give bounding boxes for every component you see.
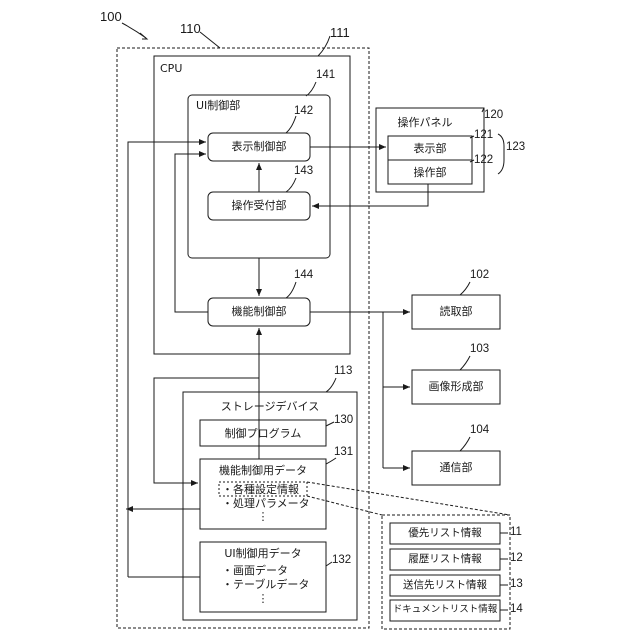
display-control-label: 表示制御部 [232, 141, 287, 152]
ref-100: 100 [100, 10, 122, 23]
func-data-ellipsis: ⋮ [258, 511, 269, 522]
ui-data-label: UI制御用データ [224, 548, 301, 559]
leader-111 [318, 36, 330, 56]
leader-102 [460, 282, 470, 295]
leader-103 [460, 356, 470, 370]
leader-104 [460, 437, 470, 451]
panel-bracket [498, 134, 504, 174]
ref-103: 103 [470, 344, 489, 356]
cpu-label: CPU [160, 63, 182, 74]
ref-113: 113 [334, 366, 352, 378]
ref-123: 123 [506, 142, 525, 154]
op-panel-label: 操作パネル [398, 117, 453, 128]
reader-label: 読取部 [440, 306, 473, 317]
ref-122: 122 [474, 155, 493, 167]
apparatus-frame [117, 48, 369, 628]
ui-item-screen: ・画面データ [222, 565, 288, 576]
ref-141: 141 [316, 70, 335, 82]
history-list-label: 履歴リスト情報 [408, 554, 482, 565]
expansion-line-bottom [307, 496, 382, 515]
leader-141 [306, 82, 316, 96]
comm-label: 通信部 [440, 462, 473, 473]
ref-14: 14 [510, 604, 523, 616]
func-item-params: ・処理パラメータ [222, 498, 310, 509]
leader-130 [326, 422, 334, 426]
ref-130: 130 [334, 415, 353, 427]
leader-113 [326, 378, 336, 392]
leader-144 [286, 282, 296, 298]
leader-143 [286, 178, 296, 192]
ref-12: 12 [510, 553, 523, 565]
ui-control-label: UI制御部 [196, 100, 240, 111]
func-to-display-loop [175, 154, 208, 312]
func-control-label: 機能制御部 [232, 306, 287, 317]
leader-131 [326, 458, 336, 464]
document-list-label: ドキュメントリスト情報 [393, 605, 498, 615]
destination-list-label: 送信先リスト情報 [403, 580, 487, 591]
ref-111: 111 [330, 26, 350, 39]
ref-110: 110 [180, 22, 201, 35]
ref-142: 142 [294, 106, 313, 118]
control-program-label: 制御プログラム [225, 428, 302, 439]
ref-143: 143 [294, 166, 313, 178]
op-receive-label: 操作受付部 [232, 200, 287, 211]
ref-102: 102 [470, 270, 489, 282]
leader-142 [286, 116, 296, 133]
ui-item-table: ・テーブルデータ [222, 579, 309, 590]
left-bus-to-display [128, 142, 206, 577]
op-unit-label: 操作部 [414, 167, 447, 178]
leader-110 [200, 32, 220, 48]
panel-to-receive-arrow [312, 184, 428, 206]
ref-11: 11 [510, 527, 522, 539]
storage-label: ストレージデバイス [221, 401, 319, 412]
func-item-settings: ・各種設定情報 [222, 484, 299, 495]
ref-120: 120 [484, 110, 503, 122]
ref-144: 144 [294, 270, 313, 282]
func-data-label: 機能制御用データ [219, 465, 307, 476]
ref-121: 121 [474, 130, 493, 142]
leader-100 [122, 23, 146, 38]
image-former-label: 画像形成部 [429, 381, 484, 392]
display-unit-label: 表示部 [414, 143, 447, 154]
ref-131: 131 [334, 447, 353, 459]
priority-list-label: 優先リスト情報 [408, 528, 482, 539]
ref-132: 132 [332, 555, 351, 567]
ref-13: 13 [510, 579, 523, 591]
ui-data-ellipsis: ⋮ [258, 593, 269, 604]
leader-100-head [140, 33, 147, 39]
ref-104: 104 [470, 425, 489, 437]
expansion-line-top [307, 482, 510, 515]
